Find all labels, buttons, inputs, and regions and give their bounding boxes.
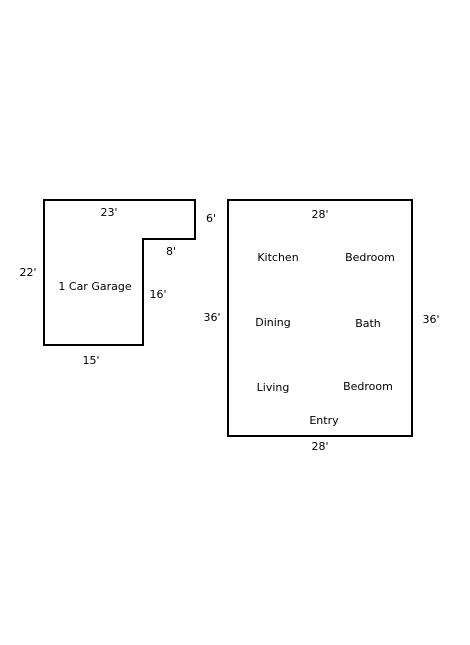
house-plan: 28' 28' 36' 36' Kitchen Bedroom Dining B… xyxy=(203,199,440,453)
garage-dimension-bottom: 15' xyxy=(82,354,99,367)
house-dimension-bottom: 28' xyxy=(311,440,328,453)
garage-dimension-notch-right: 6' xyxy=(206,212,216,225)
house-dimension-right: 36' xyxy=(422,313,439,326)
garage-plan: 23' 22' 15' 6' 8' 16' 1 Car Garage xyxy=(19,199,216,367)
room-label-bedroom-top: Bedroom xyxy=(345,251,395,264)
garage-dimension-left: 22' xyxy=(19,266,36,279)
room-label-kitchen: Kitchen xyxy=(257,251,298,264)
garage-outline xyxy=(43,199,196,346)
room-label-living: Living xyxy=(257,381,290,394)
room-label-dining: Dining xyxy=(255,316,291,329)
room-label-bath: Bath xyxy=(355,317,381,330)
room-label-bedroom-bottom: Bedroom xyxy=(343,380,393,393)
garage-dimension-inner-right: 16' xyxy=(149,288,166,301)
house-dimension-left: 36' xyxy=(203,311,220,324)
house-dimension-top: 28' xyxy=(311,208,328,221)
garage-dimension-top: 23' xyxy=(100,206,117,219)
house-outline xyxy=(227,199,413,437)
garage-dimension-notch-bottom: 8' xyxy=(166,245,176,258)
room-label-entry: Entry xyxy=(309,414,339,427)
garage-label: 1 Car Garage xyxy=(58,280,131,293)
